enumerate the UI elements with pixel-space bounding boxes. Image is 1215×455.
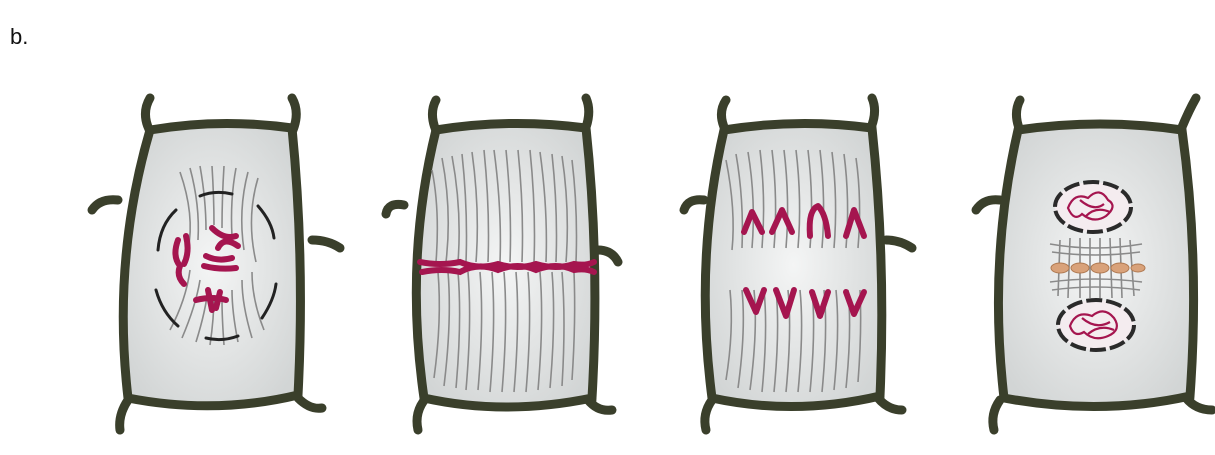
cell-stage-2	[386, 98, 618, 430]
cell-stage-3	[684, 98, 912, 430]
cell-stage-1	[92, 98, 340, 430]
cell-outline	[705, 123, 882, 406]
cell-stage-4	[976, 98, 1212, 430]
